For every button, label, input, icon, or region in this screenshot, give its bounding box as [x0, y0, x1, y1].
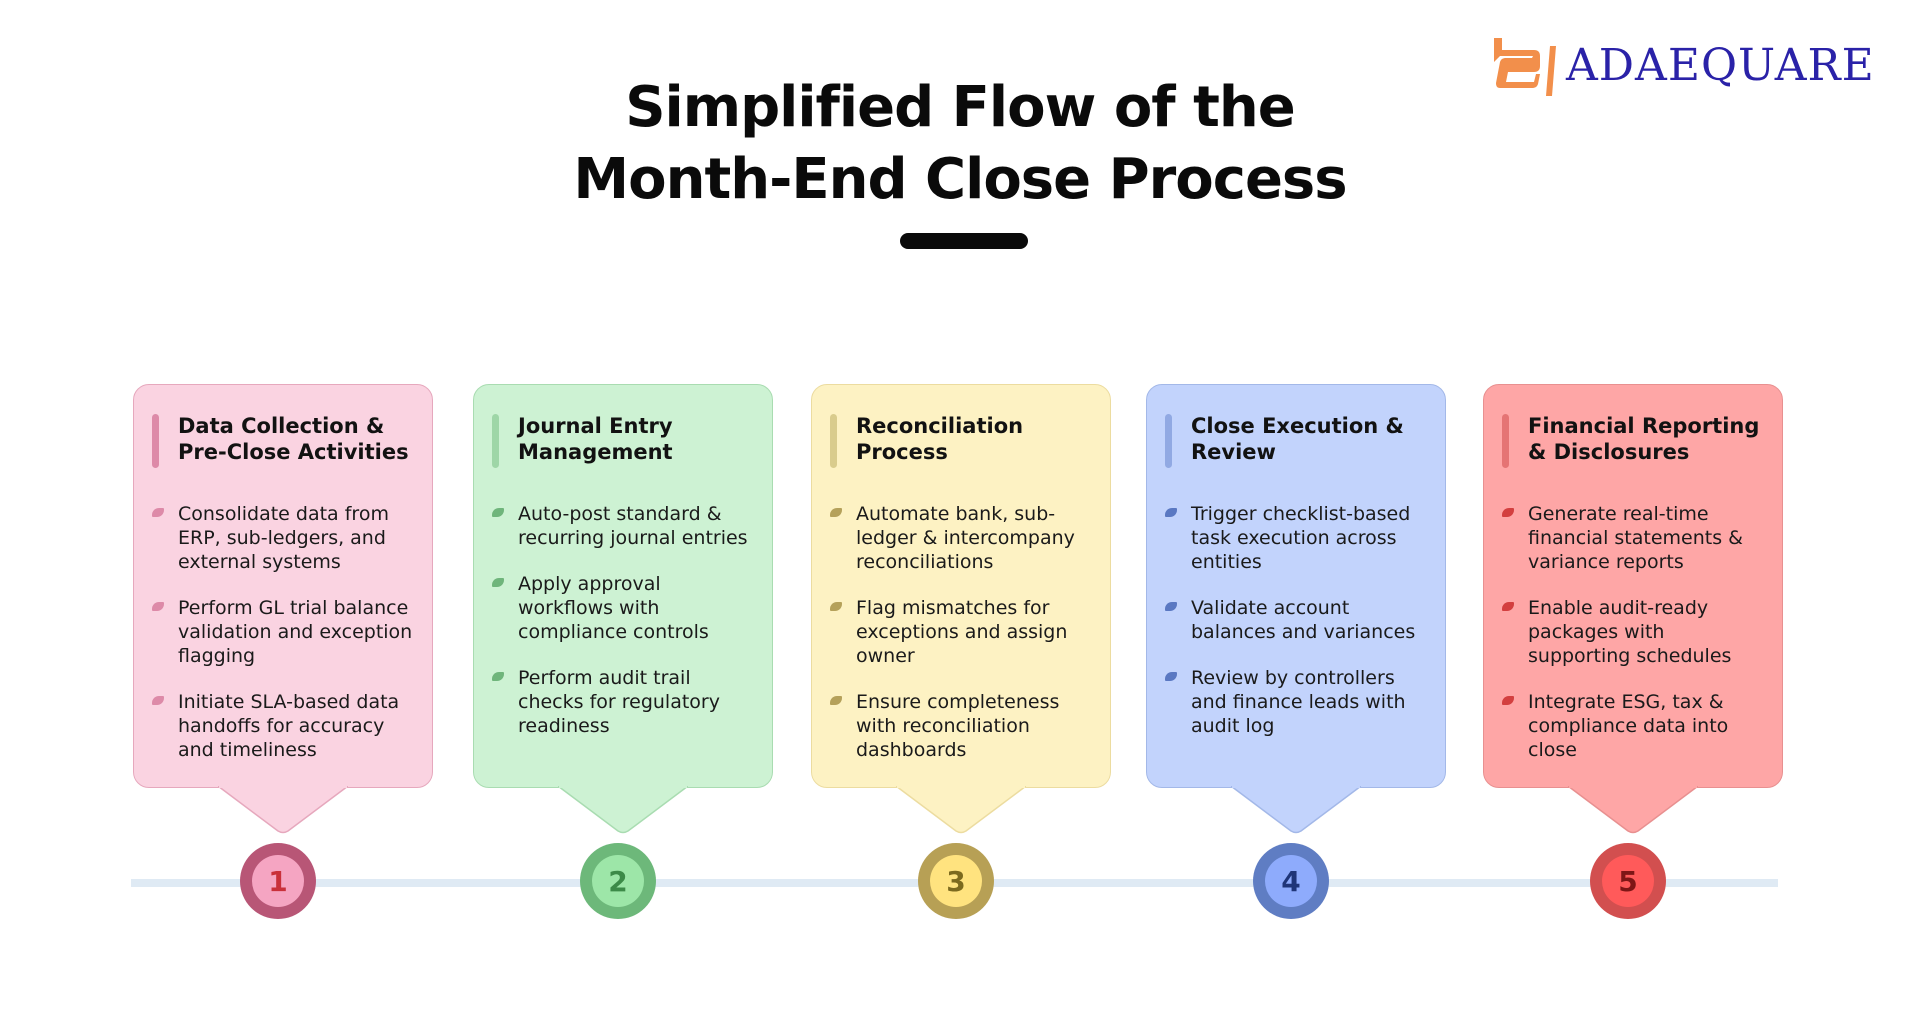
step-header: Reconciliation Process: [830, 413, 1092, 468]
card-pointer: [1231, 786, 1361, 834]
card-pointer: [218, 786, 348, 834]
card-pointer: [1568, 786, 1698, 834]
card-pointer: [896, 786, 1026, 834]
adaequare-logo-icon: [1490, 36, 1560, 96]
step-header: Data Collection & Pre-Close Activities: [152, 413, 414, 468]
logo-wordmark: ADAEQUARE: [1566, 40, 1875, 91]
step-number-badge-4: 4: [1253, 843, 1329, 919]
step-header: Journal Entry Management: [492, 413, 754, 468]
card-pointer: [558, 786, 688, 834]
step-title: Reconciliation Process: [856, 414, 1024, 464]
leaf-bullet-icon: [492, 578, 504, 587]
step-card-4: Close Execution & Review Trigger checkli…: [1146, 384, 1446, 788]
step-items: Generate real-time financial statements …: [1502, 502, 1764, 762]
list-item: Integrate ESG, tax & compliance data int…: [1502, 690, 1764, 762]
list-item: Trigger checklist-based task execution a…: [1165, 502, 1427, 574]
leaf-bullet-icon: [830, 508, 842, 517]
step-number: 3: [930, 855, 982, 907]
accent-bar: [1502, 414, 1509, 468]
leaf-bullet-icon: [830, 602, 842, 611]
step-title: Journal Entry Management: [518, 414, 673, 464]
step-items: Consolidate data from ERP, sub-ledgers, …: [152, 502, 414, 762]
title-underline: [900, 233, 1028, 249]
step-number-badge-2: 2: [580, 843, 656, 919]
leaf-bullet-icon: [1502, 602, 1514, 611]
item-text: Flag mismatches for exceptions and assig…: [856, 597, 1068, 667]
step-items: Automate bank, sub-ledger & intercompany…: [830, 502, 1092, 762]
leaf-bullet-icon: [1165, 508, 1177, 517]
leaf-bullet-icon: [492, 508, 504, 517]
accent-bar: [492, 414, 499, 468]
list-item: Enable audit-ready packages with support…: [1502, 596, 1764, 668]
leaf-bullet-icon: [1502, 696, 1514, 705]
page-title: Simplified Flow of the Month-End Close P…: [0, 72, 1920, 216]
step-card-2: Journal Entry Management Auto-post stand…: [473, 384, 773, 788]
list-item: Generate real-time financial statements …: [1502, 502, 1764, 574]
accent-bar: [152, 414, 159, 468]
item-text: Auto-post standard & recurring journal e…: [518, 503, 748, 549]
item-text: Automate bank, sub-ledger & intercompany…: [856, 503, 1075, 573]
leaf-bullet-icon: [152, 602, 164, 611]
leaf-bullet-icon: [1165, 602, 1177, 611]
step-number-badge-5: 5: [1590, 843, 1666, 919]
item-text: Enable audit-ready packages with support…: [1528, 597, 1732, 667]
step-card-5: Financial Reporting & Disclosures Genera…: [1483, 384, 1783, 788]
list-item: Automate bank, sub-ledger & intercompany…: [830, 502, 1092, 574]
title-line-1: Simplified Flow of the: [625, 75, 1296, 140]
accent-bar: [830, 414, 837, 468]
list-item: Consolidate data from ERP, sub-ledgers, …: [152, 502, 414, 574]
leaf-bullet-icon: [830, 696, 842, 705]
list-item: Review by controllers and finance leads …: [1165, 666, 1427, 738]
item-text: Integrate ESG, tax & compliance data int…: [1528, 691, 1729, 761]
item-text: Apply approval workflows with compliance…: [518, 573, 709, 643]
list-item: Validate account balances and variances: [1165, 596, 1427, 644]
item-text: Perform audit trail checks for regulator…: [518, 667, 720, 737]
step-number-badge-3: 3: [918, 843, 994, 919]
list-item: Auto-post standard & recurring journal e…: [492, 502, 754, 550]
item-text: Review by controllers and finance leads …: [1191, 667, 1406, 737]
leaf-bullet-icon: [492, 672, 504, 681]
step-title: Close Execution & Review: [1191, 414, 1404, 464]
step-number: 1: [252, 855, 304, 907]
leaf-bullet-icon: [1502, 508, 1514, 517]
item-text: Perform GL trial balance validation and …: [178, 597, 413, 667]
step-number: 5: [1602, 855, 1654, 907]
list-item: Apply approval workflows with compliance…: [492, 572, 754, 644]
accent-bar: [1165, 414, 1172, 468]
step-title: Data Collection & Pre-Close Activities: [178, 414, 409, 464]
item-text: Validate account balances and variances: [1191, 597, 1416, 643]
item-text: Generate real-time financial statements …: [1528, 503, 1743, 573]
item-text: Ensure completeness with reconciliation …: [856, 691, 1060, 761]
list-item: Initiate SLA-based data handoffs for acc…: [152, 690, 414, 762]
list-item: Perform GL trial balance validation and …: [152, 596, 414, 668]
title-line-2: Month-End Close Process: [573, 147, 1347, 212]
step-items: Auto-post standard & recurring journal e…: [492, 502, 754, 738]
item-text: Consolidate data from ERP, sub-ledgers, …: [178, 503, 389, 573]
step-title: Financial Reporting & Disclosures: [1528, 414, 1760, 464]
list-item: Perform audit trail checks for regulator…: [492, 666, 754, 738]
leaf-bullet-icon: [1165, 672, 1177, 681]
item-text: Initiate SLA-based data handoffs for acc…: [178, 691, 400, 761]
item-text: Trigger checklist-based task execution a…: [1191, 503, 1411, 573]
list-item: Flag mismatches for exceptions and assig…: [830, 596, 1092, 668]
step-header: Financial Reporting & Disclosures: [1502, 413, 1764, 468]
step-number: 4: [1265, 855, 1317, 907]
step-items: Trigger checklist-based task execution a…: [1165, 502, 1427, 738]
leaf-bullet-icon: [152, 696, 164, 705]
step-number: 2: [592, 855, 644, 907]
list-item: Ensure completeness with reconciliation …: [830, 690, 1092, 762]
step-card-3: Reconciliation Process Automate bank, su…: [811, 384, 1111, 788]
adaequare-logo: ADAEQUARE: [1490, 36, 1875, 96]
leaf-bullet-icon: [152, 508, 164, 517]
step-header: Close Execution & Review: [1165, 413, 1427, 468]
step-number-badge-1: 1: [240, 843, 316, 919]
step-card-1: Data Collection & Pre-Close Activities C…: [133, 384, 433, 788]
